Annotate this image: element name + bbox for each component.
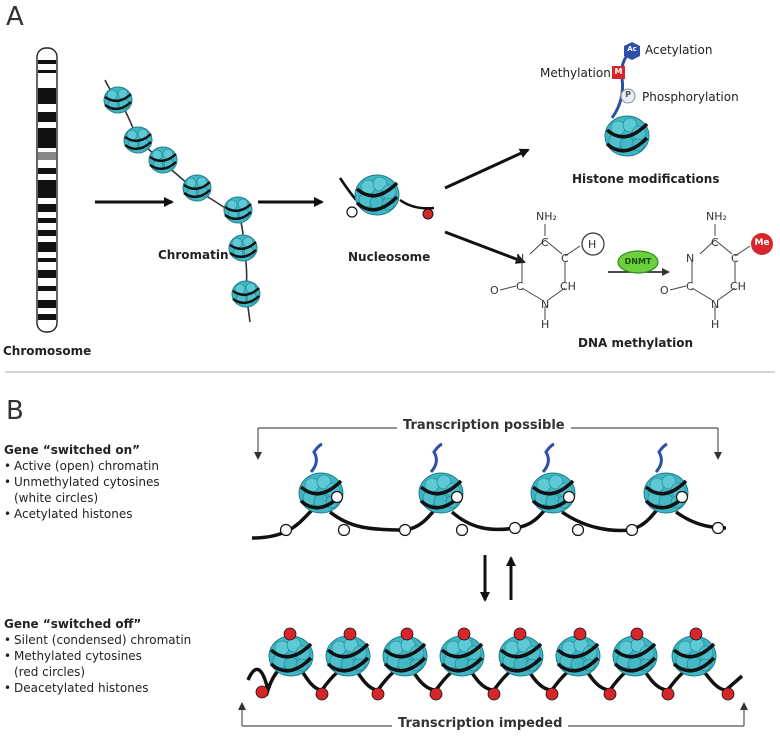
nh2-left: NH₂ bbox=[536, 210, 557, 223]
transcription-possible-label: Transcription possible bbox=[397, 418, 571, 433]
switched-on-title: Gene “switched on” bbox=[4, 443, 141, 457]
n3-right: N bbox=[686, 252, 695, 265]
c2-left: C bbox=[516, 280, 524, 293]
nucleosome-label: Nucleosome bbox=[348, 250, 431, 264]
c2-right: C bbox=[686, 280, 694, 293]
histone-modifications-figure bbox=[603, 42, 651, 158]
cytosine-structure-right bbox=[669, 224, 751, 320]
switched-on-item-2: Unmethylated cytosines bbox=[4, 474, 204, 490]
o-right: O bbox=[660, 284, 669, 297]
c5-left: C bbox=[561, 252, 569, 265]
methylated-cytosine bbox=[422, 208, 434, 220]
h1-left: H bbox=[541, 318, 550, 331]
switched-on-item-3: Acetylated histones bbox=[4, 506, 204, 522]
switched-off-item-3: Deacetylated histones bbox=[4, 680, 214, 696]
histone-mods-label: Histone modifications bbox=[572, 172, 720, 186]
switched-off-title: Gene “switched off” bbox=[4, 617, 142, 631]
switched-off-item-2: Methylated cytosines bbox=[4, 648, 214, 664]
switched-on-item-1: Active (open) chromatin bbox=[4, 458, 204, 474]
open-chromatin bbox=[251, 442, 727, 540]
dna-methylation-label: DNA methylation bbox=[578, 336, 694, 350]
condensed-chromatin bbox=[246, 627, 744, 701]
c4-right: C bbox=[711, 236, 719, 249]
acetylation-label: Acetylation bbox=[645, 43, 713, 57]
ch-left: CH bbox=[560, 280, 576, 293]
methyl-circle bbox=[751, 233, 773, 255]
switched-off-list: Gene “switched off” Silent (condensed) c… bbox=[4, 616, 214, 696]
arrow-to-dna-methylation bbox=[444, 230, 526, 264]
cytosine-structure-left bbox=[499, 224, 581, 320]
unmethylated-cytosine bbox=[346, 206, 358, 218]
phospho-tag-icon bbox=[620, 88, 636, 104]
c4-left: C bbox=[541, 236, 549, 249]
nucleosome bbox=[338, 173, 435, 220]
arrow-to-histone-mods bbox=[444, 148, 530, 190]
phosphorylation-label: Phosphorylation bbox=[642, 90, 739, 104]
chromosome-ideogram bbox=[36, 47, 58, 333]
transcription-impeded-label: Transcription impeded bbox=[392, 716, 569, 731]
panel-a-letter: A bbox=[6, 2, 24, 32]
chromosome-label: Chromosome bbox=[3, 344, 92, 358]
h1-right: H bbox=[711, 318, 720, 331]
o-left: O bbox=[490, 284, 499, 297]
switched-off-item-2-cont: (red circles) bbox=[14, 665, 86, 679]
nh2-right: NH₂ bbox=[706, 210, 727, 223]
ac-tag-text: Ac bbox=[627, 45, 637, 53]
methylation-label: Methylation bbox=[540, 66, 611, 80]
acetyl-tag-icon bbox=[624, 42, 640, 60]
hydrogen-circle bbox=[581, 232, 605, 256]
panel-b-letter: B bbox=[6, 396, 24, 426]
n3-left: N bbox=[516, 252, 525, 265]
dnmt-label: DNMT bbox=[624, 257, 652, 266]
me-tag-text: Me bbox=[754, 238, 770, 248]
ch-right: CH bbox=[730, 280, 746, 293]
h-left: H bbox=[588, 238, 597, 251]
p-tag-text: P bbox=[625, 90, 631, 99]
n1-right: N bbox=[711, 298, 720, 311]
chromatin-label: Chromatin bbox=[158, 248, 229, 262]
chromatin-fiber bbox=[102, 79, 262, 323]
c5-right: C bbox=[731, 252, 739, 265]
switched-off-item-1: Silent (condensed) chromatin bbox=[4, 632, 214, 648]
switched-on-item-2-cont: (white circles) bbox=[14, 491, 99, 505]
methyl-tag-icon bbox=[612, 66, 625, 79]
switched-on-list: Gene “switched on” Active (open) chromat… bbox=[4, 442, 204, 522]
dnmt-enzyme bbox=[608, 250, 670, 276]
m-tag-text: M bbox=[614, 67, 623, 76]
n1-left: N bbox=[541, 298, 550, 311]
